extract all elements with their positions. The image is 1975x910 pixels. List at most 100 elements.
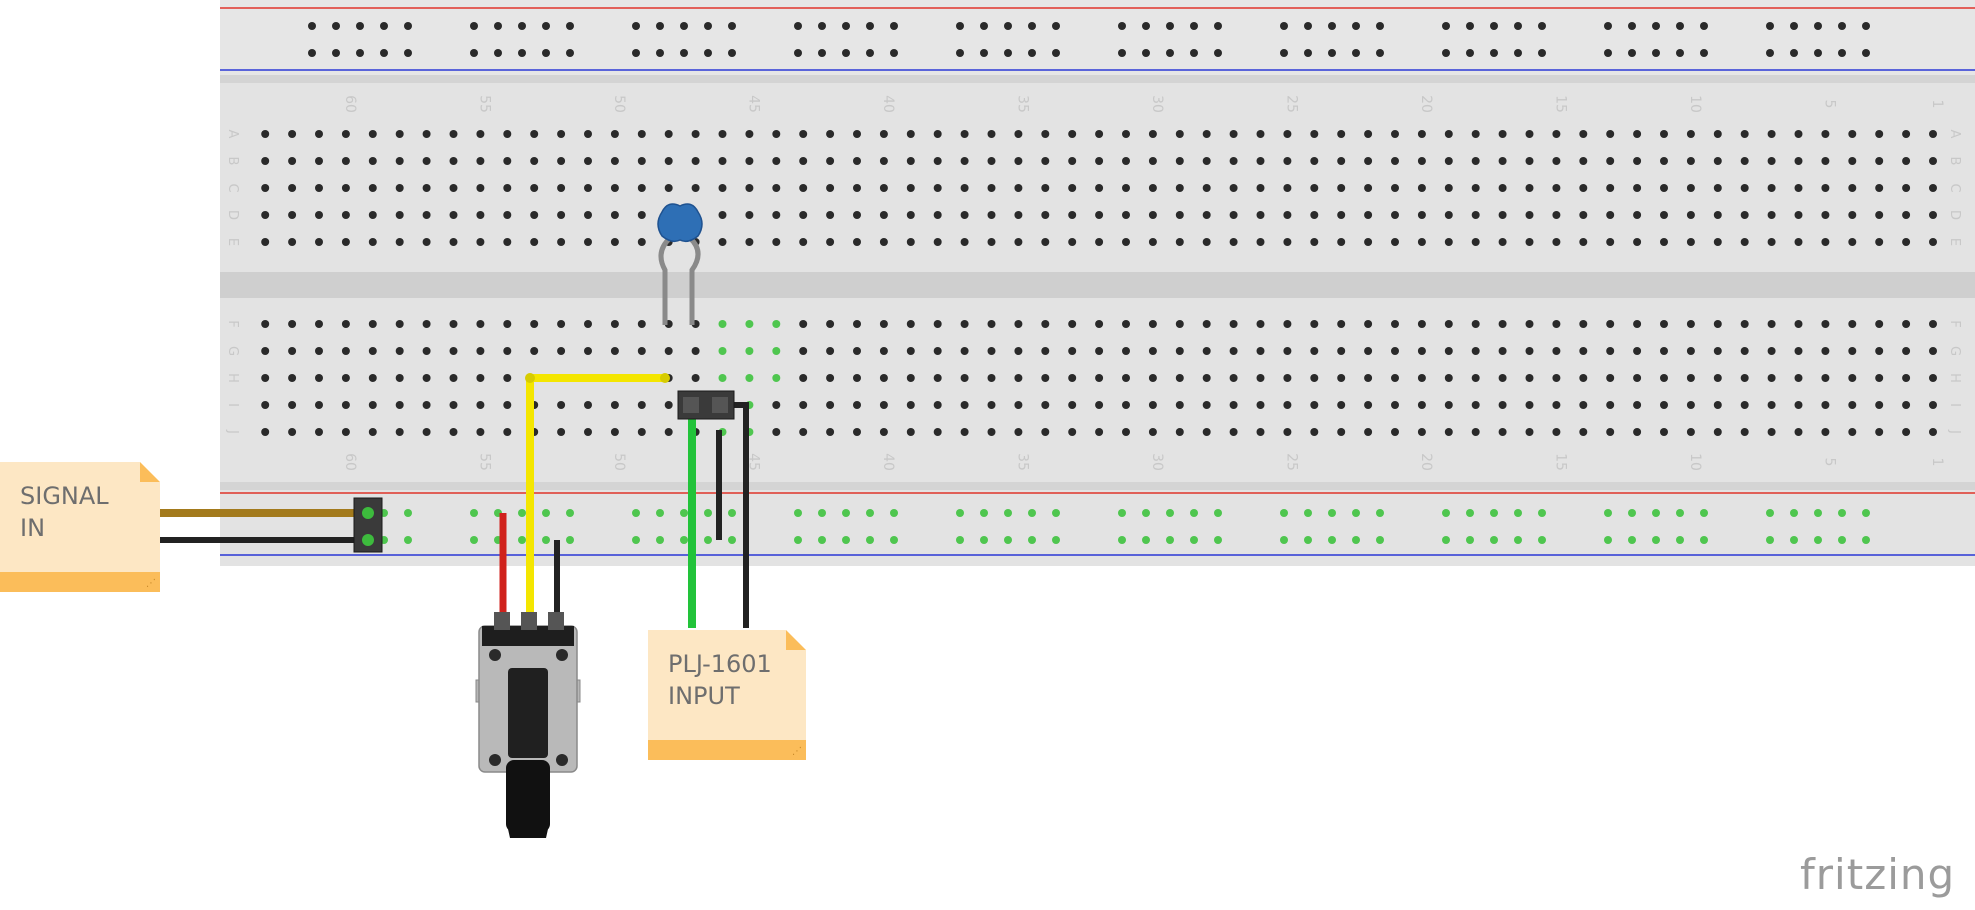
hole bbox=[1095, 238, 1104, 246]
rail-hole bbox=[332, 49, 340, 57]
column-number: 25 bbox=[1283, 453, 1299, 471]
hole bbox=[637, 184, 646, 192]
hole bbox=[1902, 401, 1911, 409]
hole bbox=[1310, 157, 1319, 165]
rail-hole bbox=[1814, 536, 1822, 544]
hole bbox=[476, 211, 485, 219]
hole bbox=[1364, 320, 1373, 328]
hole bbox=[1606, 211, 1615, 219]
hole bbox=[395, 184, 404, 192]
hole bbox=[1202, 211, 1211, 219]
rail-hole bbox=[1514, 509, 1522, 517]
hole bbox=[503, 347, 512, 355]
hole bbox=[1444, 347, 1453, 355]
hole bbox=[1364, 428, 1373, 436]
hole bbox=[1310, 184, 1319, 192]
column-number: 5 bbox=[1821, 100, 1837, 109]
hole bbox=[503, 211, 512, 219]
hole bbox=[987, 320, 996, 328]
note-fold-icon bbox=[140, 462, 160, 482]
hole bbox=[422, 320, 431, 328]
hole bbox=[449, 347, 458, 355]
rail-hole bbox=[1676, 49, 1684, 57]
hole bbox=[422, 184, 431, 192]
hole bbox=[395, 157, 404, 165]
hole bbox=[395, 401, 404, 409]
hole bbox=[1713, 157, 1722, 165]
hole bbox=[1794, 320, 1803, 328]
hole bbox=[530, 238, 539, 246]
column-number: 30 bbox=[1149, 95, 1165, 113]
hole bbox=[422, 428, 431, 436]
hole bbox=[1444, 428, 1453, 436]
hole bbox=[1014, 184, 1023, 192]
hole bbox=[799, 374, 808, 382]
rail-hole bbox=[518, 509, 526, 517]
hole bbox=[1471, 320, 1480, 328]
hole bbox=[826, 428, 835, 436]
rail-hole bbox=[1604, 536, 1612, 544]
hole bbox=[368, 320, 377, 328]
signal-header[interactable] bbox=[353, 497, 383, 553]
rail-hole bbox=[1466, 49, 1474, 57]
column-number: 50 bbox=[611, 95, 627, 113]
hole bbox=[1417, 157, 1426, 165]
rail-hole bbox=[1628, 509, 1636, 517]
hole bbox=[610, 157, 619, 165]
rail-hole bbox=[494, 49, 502, 57]
hole bbox=[664, 157, 673, 165]
note-plj-input[interactable]: PLJ-1601 INPUT ⋰ bbox=[648, 630, 806, 760]
hole bbox=[1256, 184, 1265, 192]
rail-hole bbox=[1514, 22, 1522, 30]
hole bbox=[1606, 157, 1615, 165]
resize-grip-icon[interactable]: ⋰ bbox=[146, 578, 156, 589]
hole bbox=[1391, 130, 1399, 138]
hole bbox=[664, 347, 673, 355]
rail-hole bbox=[866, 49, 874, 57]
hole bbox=[1068, 401, 1077, 409]
rail-hole bbox=[842, 49, 850, 57]
hole bbox=[1229, 238, 1238, 246]
hole bbox=[1444, 130, 1453, 138]
hole bbox=[1875, 320, 1884, 328]
rail-hole bbox=[842, 536, 850, 544]
hole bbox=[1068, 184, 1077, 192]
hole bbox=[826, 347, 835, 355]
hole bbox=[315, 211, 323, 219]
rail-hole bbox=[1766, 536, 1774, 544]
hole bbox=[341, 211, 350, 219]
hole bbox=[368, 401, 377, 409]
capacitor-leg-left bbox=[658, 236, 672, 325]
resize-grip-icon[interactable]: ⋰ bbox=[792, 746, 802, 757]
rail-hole bbox=[1214, 509, 1222, 517]
rail-hole bbox=[1376, 49, 1384, 57]
rail-hole bbox=[566, 536, 574, 544]
hole bbox=[1471, 238, 1480, 246]
rail-hole bbox=[1376, 509, 1384, 517]
rail-hole bbox=[1676, 509, 1684, 517]
rail-hole bbox=[1214, 49, 1222, 57]
hole bbox=[1713, 347, 1722, 355]
hole bbox=[1122, 211, 1130, 219]
hole bbox=[1902, 157, 1911, 165]
ceramic-capacitor[interactable] bbox=[657, 203, 703, 243]
rail-hole bbox=[1838, 22, 1846, 30]
hole bbox=[772, 320, 781, 328]
hole bbox=[449, 428, 458, 436]
hole bbox=[718, 238, 727, 246]
hole bbox=[1660, 374, 1668, 382]
hole bbox=[1148, 347, 1157, 355]
hole bbox=[1686, 130, 1695, 138]
input-header[interactable] bbox=[677, 390, 735, 420]
hole bbox=[1229, 184, 1238, 192]
note-signal-in[interactable]: SIGNAL IN ⋰ bbox=[0, 462, 160, 592]
rail-hole bbox=[1118, 22, 1126, 30]
hole bbox=[557, 320, 566, 328]
rotary-potentiometer[interactable] bbox=[475, 612, 581, 838]
hole bbox=[1444, 184, 1453, 192]
column-number: 30 bbox=[1149, 453, 1165, 471]
hole bbox=[1175, 320, 1184, 328]
rail-hole bbox=[308, 22, 316, 30]
hole bbox=[906, 184, 915, 192]
rail-hole bbox=[1814, 509, 1822, 517]
